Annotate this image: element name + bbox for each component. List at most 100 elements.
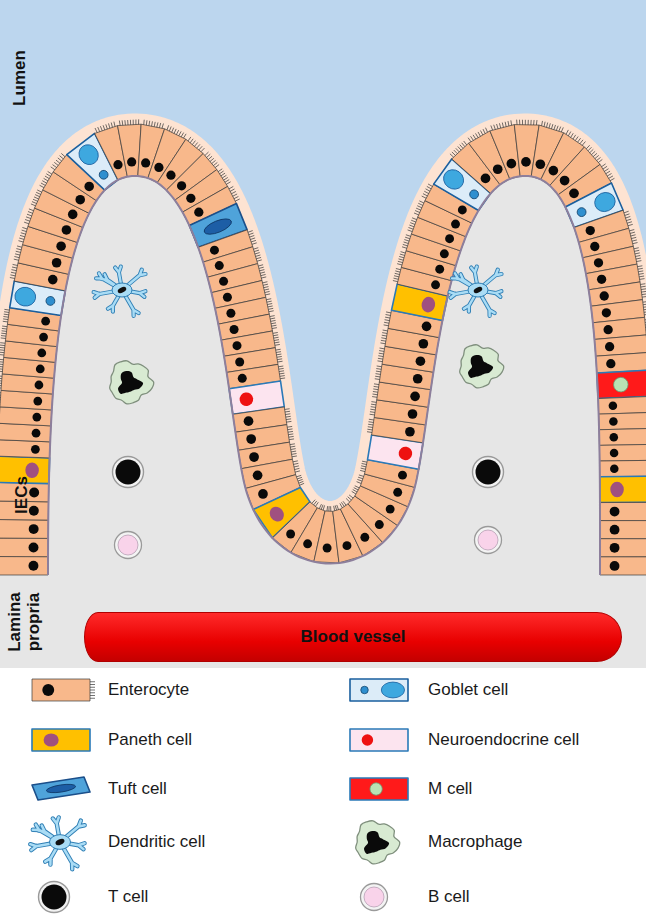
brush-border bbox=[323, 505, 324, 510]
brush-border bbox=[497, 124, 498, 129]
brush-border bbox=[20, 235, 25, 236]
neuroendocrine-cell-body bbox=[350, 729, 408, 751]
brush-border bbox=[255, 253, 260, 254]
nucleus bbox=[141, 158, 150, 167]
brush-border bbox=[510, 120, 512, 125]
legend-icon bbox=[350, 729, 408, 751]
brush-border bbox=[450, 154, 454, 157]
brush-border bbox=[212, 160, 216, 163]
brush-border bbox=[1, 337, 6, 339]
brush-border bbox=[641, 291, 646, 293]
brush-border bbox=[90, 692, 95, 693]
brush-border bbox=[502, 123, 503, 128]
brush-border bbox=[422, 196, 426, 198]
brush-border bbox=[285, 413, 290, 415]
enterocyte bbox=[600, 521, 646, 539]
nucleus bbox=[56, 241, 66, 251]
brush-border bbox=[18, 241, 23, 242]
legend-icon bbox=[32, 729, 90, 751]
nucleus bbox=[586, 226, 595, 235]
brush-border bbox=[280, 375, 285, 377]
nucleus bbox=[215, 261, 224, 270]
brush-border bbox=[60, 156, 64, 159]
dendrite bbox=[30, 817, 84, 869]
nucleus bbox=[493, 164, 503, 174]
brush-border bbox=[224, 177, 228, 180]
brush-border bbox=[385, 317, 390, 319]
brush-border bbox=[494, 125, 496, 130]
brush-border bbox=[508, 121, 510, 126]
brush-border bbox=[361, 466, 366, 467]
brush-border bbox=[452, 152, 456, 155]
nucleus bbox=[239, 392, 254, 407]
nucleus bbox=[569, 188, 579, 198]
enterocyte bbox=[0, 557, 48, 575]
brush-border bbox=[0, 361, 3, 362]
nucleus bbox=[478, 530, 498, 550]
brush-border bbox=[626, 216, 631, 218]
brush-border bbox=[0, 382, 2, 383]
brush-border bbox=[0, 394, 1, 395]
brush-border bbox=[607, 174, 611, 177]
brush-border bbox=[277, 358, 282, 360]
brush-border bbox=[264, 287, 269, 288]
brush-border bbox=[296, 475, 301, 476]
brush-border bbox=[279, 368, 284, 370]
b-cell bbox=[115, 532, 142, 559]
legend-icon bbox=[356, 821, 400, 864]
brush-border bbox=[380, 342, 385, 344]
brush-border bbox=[571, 133, 574, 137]
brush-border bbox=[408, 230, 413, 232]
brush-border bbox=[638, 270, 643, 272]
brush-border bbox=[268, 306, 273, 307]
nucleus bbox=[610, 433, 619, 442]
region-label: Lamina propria bbox=[6, 586, 43, 658]
brush-border bbox=[419, 201, 424, 203]
nucleus bbox=[609, 417, 618, 426]
brush-border bbox=[280, 377, 285, 379]
b-cell bbox=[475, 527, 502, 554]
brush-border bbox=[0, 345, 5, 347]
brush-border bbox=[505, 122, 506, 127]
brush-border bbox=[541, 121, 543, 126]
nucleus bbox=[360, 533, 369, 542]
brush-border bbox=[0, 401, 1, 402]
brush-border bbox=[478, 132, 480, 136]
brush-border bbox=[154, 122, 155, 127]
brush-border bbox=[264, 289, 269, 290]
brush-border bbox=[368, 426, 373, 428]
brush-border bbox=[368, 424, 373, 426]
brush-border bbox=[386, 311, 391, 313]
brush-border bbox=[544, 122, 545, 127]
nucleus bbox=[249, 452, 259, 462]
brush-border bbox=[299, 481, 304, 483]
legend-icon bbox=[32, 777, 90, 800]
enterocyte bbox=[598, 396, 646, 414]
brush-border bbox=[54, 162, 58, 165]
brush-border bbox=[382, 332, 387, 334]
nucleus bbox=[361, 686, 368, 693]
nucleus bbox=[364, 831, 389, 854]
brush-border bbox=[0, 380, 2, 381]
blood-vessel: Blood vessel bbox=[84, 612, 622, 662]
brush-border bbox=[292, 453, 297, 455]
brush-border bbox=[394, 276, 399, 277]
brush-border bbox=[561, 127, 563, 132]
brush-border bbox=[261, 274, 266, 275]
nucleus bbox=[230, 325, 239, 334]
legend-text: Dendritic cell bbox=[108, 831, 205, 853]
nucleus bbox=[303, 539, 312, 548]
nucleus bbox=[98, 169, 110, 181]
brush-border bbox=[315, 502, 318, 506]
legend-text: Tuft cell bbox=[108, 778, 167, 800]
nucleus bbox=[37, 349, 46, 358]
brush-border bbox=[103, 125, 105, 130]
brush-border bbox=[423, 194, 427, 196]
brush-border bbox=[207, 154, 211, 157]
brush-border bbox=[90, 681, 95, 682]
brush-border bbox=[397, 264, 402, 265]
enterocyte bbox=[0, 440, 50, 458]
b-cell-body bbox=[475, 527, 502, 554]
brush-border bbox=[636, 260, 641, 262]
brush-border bbox=[248, 231, 253, 233]
